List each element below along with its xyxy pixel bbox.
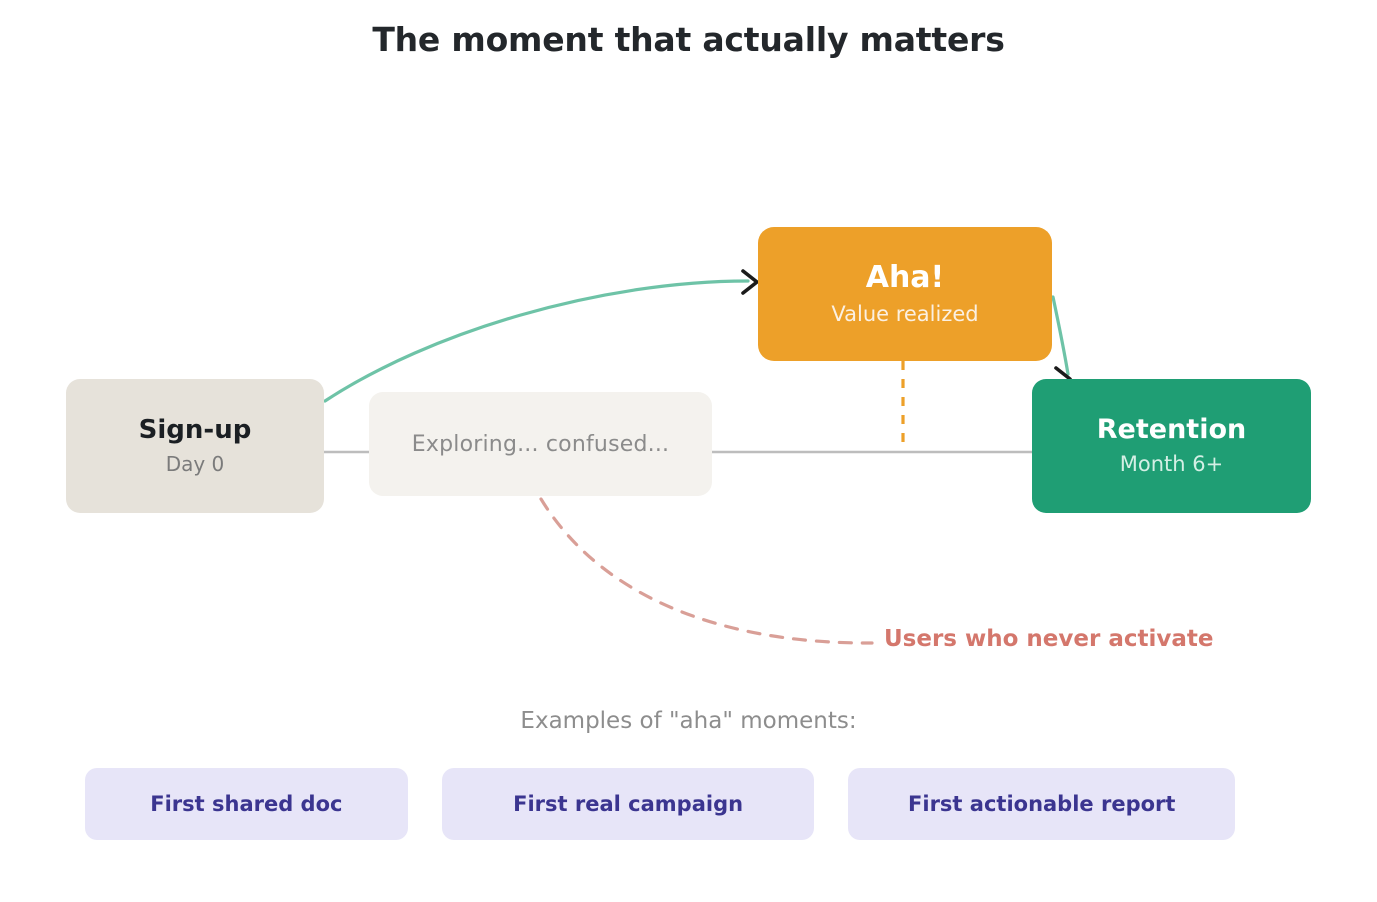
stage-node-retention[interactable]: Retention Month 6+ xyxy=(1032,379,1311,513)
stage-node-aha-title: Aha! xyxy=(865,259,945,295)
stage-node-signup-subtitle: Day 0 xyxy=(165,452,225,477)
stage-node-retention-subtitle: Month 6+ xyxy=(1119,452,1224,477)
page-title: The moment that actually matters xyxy=(372,20,1005,59)
churn-annotation-label: Users who never activate xyxy=(884,626,1214,652)
example-chip-first-shared-doc[interactable]: First shared doc xyxy=(85,768,408,840)
stage-node-aha-subtitle: Value realized xyxy=(831,302,979,327)
example-chip-first-real-campaign[interactable]: First real campaign xyxy=(441,768,815,840)
stage-node-aha[interactable]: Aha! Value realized xyxy=(758,227,1052,361)
drift-state-label: Exploring... confused... xyxy=(411,431,670,457)
stage-node-retention-title: Retention xyxy=(1096,414,1247,446)
examples-chip-row: First shared doc First real campaign Fir… xyxy=(85,768,1235,840)
examples-caption: Examples of "aha" moments: xyxy=(520,708,857,734)
stage-node-signup-title: Sign-up xyxy=(138,414,252,445)
retention-path-connector xyxy=(1051,295,1070,376)
example-chip-first-actionable-report[interactable]: First actionable report xyxy=(848,768,1235,840)
activation-path-connector xyxy=(323,279,750,403)
activation-arrowhead-icon xyxy=(741,269,759,295)
drift-state-box: Exploring... confused... xyxy=(369,392,712,496)
stage-node-signup[interactable]: Sign-up Day 0 xyxy=(66,379,324,513)
churn-path-connector xyxy=(539,497,874,645)
